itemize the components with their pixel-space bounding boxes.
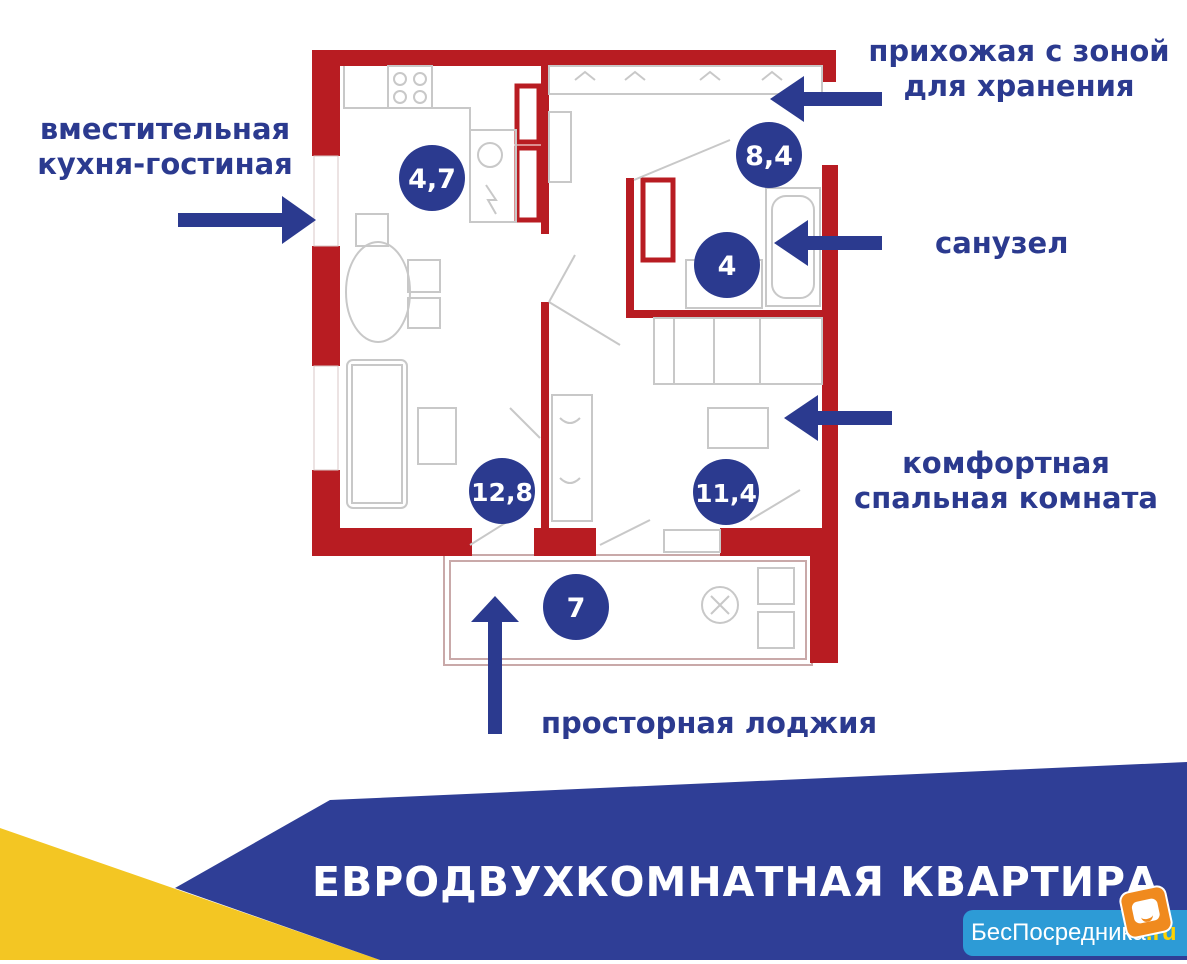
badge-kitchen-living-text: 12,8 — [471, 478, 533, 507]
banner-title: ЕВРОДВУХКОМНАТНАЯ КВАРТИРА — [312, 858, 1159, 906]
label-bedroom-line2: спальная комната — [854, 480, 1158, 515]
label-hallway-line2: для хранения — [903, 68, 1135, 103]
banner-yellow-wedge — [0, 828, 380, 960]
badge-loggia-text: 7 — [567, 593, 586, 624]
brand-mascot-icon — [1117, 883, 1175, 941]
furniture — [343, 65, 823, 649]
arrow-loggia-icon — [471, 596, 519, 734]
badge-hallway: 8,4 — [736, 122, 802, 188]
label-bathroom-text: санузел — [935, 226, 1069, 260]
label-kitchen-line2: кухня-гостиная — [37, 146, 293, 181]
badge-loggia: 7 — [543, 574, 609, 640]
badge-kitchen-living: 12,8 — [469, 458, 535, 524]
badge-bedroom: 11,4 — [693, 459, 759, 525]
banner-blue-band — [175, 762, 1187, 960]
badge-bedroom-text: 11,4 — [695, 479, 757, 508]
label-loggia-text: просторная лоджия — [541, 706, 878, 740]
area-badges: 4,7 8,4 4 12,8 11,4 7 — [399, 122, 802, 640]
arrow-bathroom-icon — [774, 220, 882, 266]
brand-name: БесПосредника — [971, 919, 1146, 946]
badge-bathroom: 4 — [694, 232, 760, 298]
arrow-kitchen-icon — [178, 196, 316, 244]
badge-kitchen-zone-text: 4,7 — [408, 164, 456, 195]
label-bedroom: комфортная спальная комната — [840, 446, 1172, 516]
arrows — [178, 76, 892, 734]
windows — [313, 155, 339, 471]
label-bathroom: санузел — [935, 226, 1068, 261]
label-hallway: прихожая с зоной для хранения — [858, 34, 1180, 104]
badge-bathroom-text: 4 — [718, 251, 737, 282]
arrow-hallway-icon — [770, 76, 882, 122]
label-hallway-line1: прихожая с зоной — [868, 34, 1170, 68]
walls — [312, 50, 838, 663]
label-loggia: просторная лоджия — [541, 706, 877, 741]
banner-shapes — [0, 762, 1187, 960]
label-bedroom-line1: комфортная — [902, 446, 1110, 480]
badge-hallway-text: 8,4 — [745, 141, 793, 172]
label-kitchen: вместительная кухня-гостиная — [24, 112, 306, 182]
label-kitchen-line1: вместительная — [39, 112, 291, 146]
badge-kitchen-zone: 4,7 — [399, 145, 465, 211]
arrow-bedroom-icon — [784, 395, 892, 441]
